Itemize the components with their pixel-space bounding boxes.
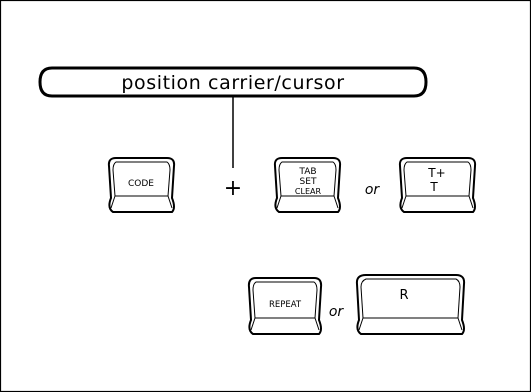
tab-key-line-2: SET	[300, 177, 317, 187]
tab-key-line-1: TAB	[298, 167, 316, 177]
tab-key-edge-right	[333, 195, 339, 209]
tab-key-edge-left	[276, 195, 282, 209]
code-key-label: CODE	[128, 179, 154, 189]
tab-key-outline	[273, 157, 342, 213]
t-key-line-2: T	[429, 180, 438, 194]
r-key-edge-right	[457, 317, 463, 331]
title-pill: position carrier/cursor	[38, 66, 428, 98]
repeat-alt-key: R	[355, 274, 466, 335]
plus-operator: +	[224, 176, 242, 201]
r-key-label: R	[399, 288, 408, 303]
r-key-edge-left	[358, 317, 364, 331]
tab-set-clear-key: TAB SET CLEAR	[273, 157, 342, 213]
tab-alt-key: T+ T	[398, 157, 477, 213]
or-connector-row1: or	[365, 182, 381, 198]
tab-key-line-3: CLEAR	[295, 187, 322, 196]
r-key-outline	[355, 274, 466, 335]
t-key-edge-left	[401, 195, 407, 209]
title-text: position carrier/cursor	[121, 72, 344, 94]
code-key-edge-right	[167, 195, 173, 209]
repeat-key-outline	[247, 277, 323, 335]
t-key-line-1: T+	[427, 166, 445, 180]
or-connector-row2: or	[329, 304, 345, 320]
repeat-key: REPEAT	[247, 277, 323, 335]
repeat-key-edge-left	[250, 317, 256, 331]
t-key-outline	[398, 157, 477, 213]
repeat-key-label: REPEAT	[269, 300, 302, 310]
t-key-edge-right	[468, 195, 474, 209]
code-key-edge-left	[110, 195, 116, 209]
repeat-key-edge-right	[314, 317, 320, 331]
title-pill-outline	[38, 66, 428, 98]
code-key-outline	[107, 157, 176, 213]
code-key: CODE	[107, 157, 176, 213]
